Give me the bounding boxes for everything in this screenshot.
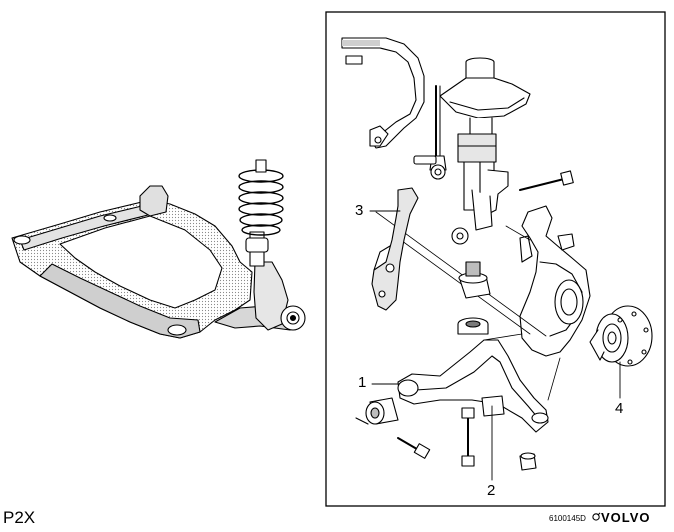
volvo-logo-icon (592, 512, 601, 521)
reference-code: 6100145D (549, 514, 586, 523)
brand-wordmark: VOLVO (601, 510, 651, 525)
model-label: P2X (3, 508, 36, 527)
callout-4: 4 (615, 400, 624, 417)
subframe-overview (11, 159, 306, 339)
callout-2: 2 (487, 482, 496, 499)
callout-3: 3 (355, 202, 364, 219)
callout-1: 1 (358, 374, 367, 391)
exploded-view (341, 37, 653, 481)
